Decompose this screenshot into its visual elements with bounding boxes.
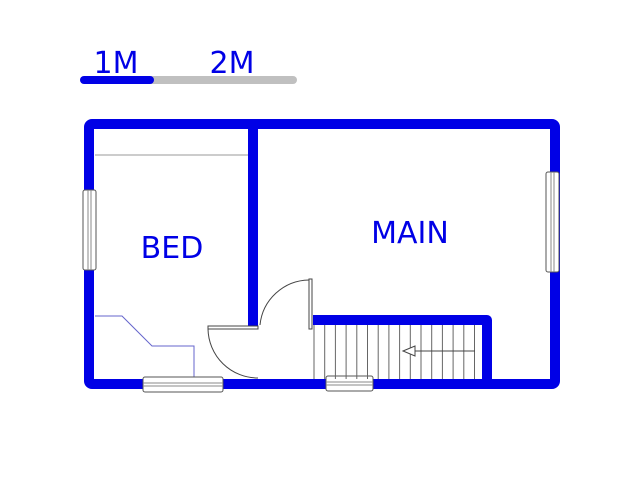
window-bottom-middle <box>325 375 374 392</box>
door-main <box>259 278 313 330</box>
stair-wall <box>313 315 492 384</box>
stair-direction-arrow <box>401 345 475 357</box>
window-right <box>545 171 560 273</box>
scale-bar: 1M 2M <box>80 46 297 84</box>
windows <box>82 171 560 393</box>
scale-label-1m: 1M <box>94 46 139 81</box>
window-bottom-left <box>142 376 224 393</box>
scale-label-2m: 2M <box>210 46 255 81</box>
window-left <box>82 189 97 271</box>
wardrobe-outline <box>95 315 195 379</box>
door-bedroom <box>207 325 259 379</box>
room-label-main: MAIN <box>371 216 449 251</box>
room-label-bed: BED <box>141 231 204 266</box>
staircase <box>313 325 475 379</box>
